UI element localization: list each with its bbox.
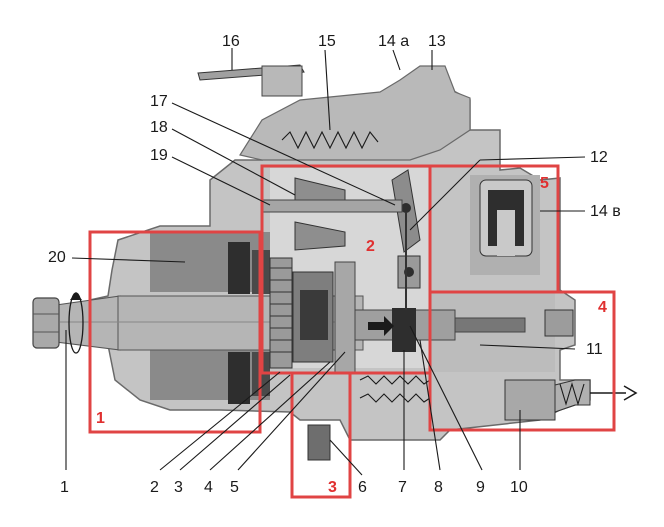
part-label-7: 7 bbox=[398, 479, 407, 496]
part-label-19: 19 bbox=[150, 147, 168, 164]
part-label-9: 9 bbox=[476, 479, 485, 496]
flyweights bbox=[261, 177, 403, 251]
part-label-20: 20 bbox=[48, 249, 66, 266]
leader-lines bbox=[65, 48, 586, 476]
flow-arrow-icon bbox=[368, 316, 394, 336]
fuel-outlet-arrow-icon bbox=[590, 385, 638, 401]
part-labels: 1 2 3 4 5 6 7 8 9 10 11 12 13 14 а 14 в … bbox=[48, 33, 621, 496]
governor-linkage bbox=[391, 169, 421, 310]
part-label-3: 3 bbox=[174, 479, 183, 496]
part-label-15: 15 bbox=[318, 33, 336, 50]
part-label-6: 6 bbox=[358, 479, 367, 496]
part-label-16: 16 bbox=[222, 33, 240, 50]
part-label-4: 4 bbox=[204, 479, 213, 496]
part-label-5: 5 bbox=[230, 479, 239, 496]
nut-icon bbox=[32, 297, 60, 349]
zone-label-2: 2 bbox=[366, 238, 375, 255]
zone-label-5: 5 bbox=[540, 175, 549, 192]
part-label-14a: 14 а bbox=[378, 33, 409, 50]
zone-label-1: 1 bbox=[96, 410, 105, 427]
part-label-17: 17 bbox=[150, 93, 168, 110]
governor-spring bbox=[281, 130, 379, 150]
rotation-arrow-icon bbox=[68, 292, 84, 354]
adjusting-screw bbox=[544, 309, 574, 337]
part-label-8: 8 bbox=[434, 479, 443, 496]
zone-label-4: 4 bbox=[598, 299, 607, 316]
solenoid-icon bbox=[479, 179, 533, 257]
part-label-14b: 14 в bbox=[590, 203, 621, 220]
zone-label-3: 3 bbox=[328, 479, 337, 496]
part-label-13: 13 bbox=[428, 33, 446, 50]
zone-box-5 bbox=[428, 164, 560, 294]
gear-teeth bbox=[269, 257, 293, 369]
part-label-10: 10 bbox=[510, 479, 528, 496]
zone-box-1 bbox=[88, 230, 262, 434]
spring-icon bbox=[359, 375, 431, 403]
part-label-11: 11 bbox=[586, 341, 603, 358]
zone-box-3 bbox=[290, 371, 352, 499]
roller-ring bbox=[292, 261, 356, 373]
part-label-2: 2 bbox=[150, 479, 159, 496]
part-label-1: 1 bbox=[60, 479, 69, 496]
part-label-18: 18 bbox=[150, 119, 168, 136]
part-label-12: 12 bbox=[590, 149, 608, 166]
valve-6 bbox=[307, 424, 331, 461]
delivery-valve bbox=[504, 379, 591, 421]
plunger bbox=[354, 308, 526, 352]
control-lever bbox=[197, 64, 305, 97]
